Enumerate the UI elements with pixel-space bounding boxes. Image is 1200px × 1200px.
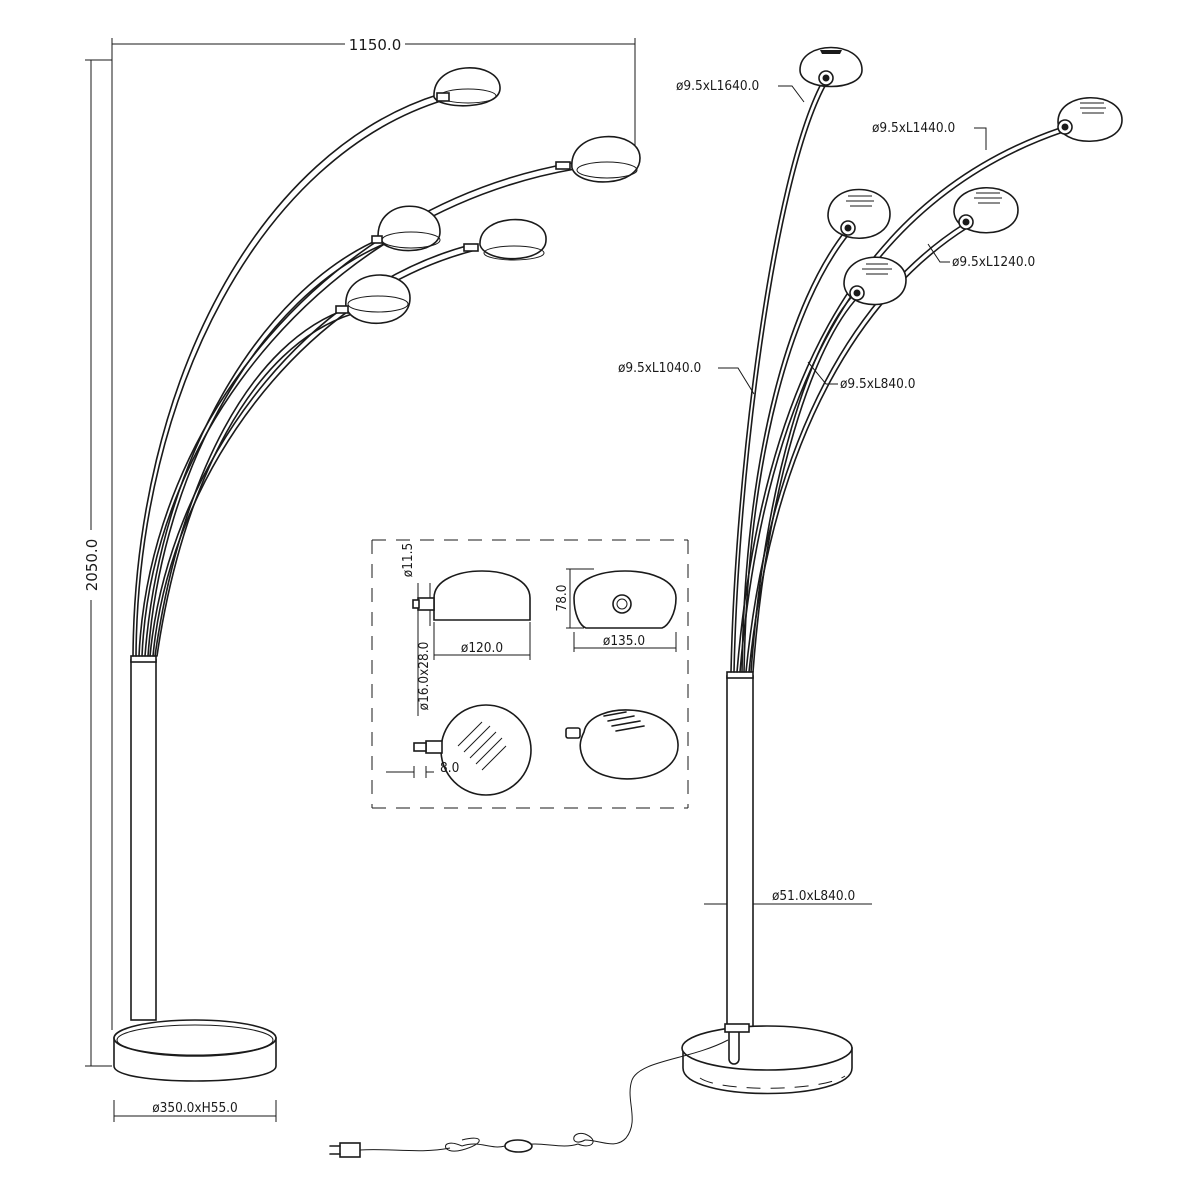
pole-dimension: ø51.0xL840.0 — [704, 888, 872, 905]
shade-3d-3 — [827, 188, 891, 240]
arm-label-2: ø9.5xL1440.0 — [872, 120, 987, 150]
shade-detail: ø11.5 ø16.0x28.0 ø120.0 78.0 ø135.0 — [371, 539, 689, 809]
shade-1 — [433, 67, 501, 107]
power-cord — [329, 1039, 729, 1158]
base-dimension: ø350.0xH55.0 — [113, 1100, 277, 1122]
height-label: 2050.0 — [83, 539, 101, 592]
pole-label: ø51.0xL840.0 — [772, 888, 855, 904]
arm-5-label: ø9.5xL840.0 — [840, 376, 915, 392]
arm-4-label: ø9.5xL1040.0 — [618, 360, 701, 376]
pole-collar — [130, 655, 157, 663]
shade-3 — [371, 205, 441, 252]
base-3d — [681, 1023, 853, 1095]
shade-2 — [555, 135, 641, 183]
shade-4 — [463, 218, 547, 261]
arm-1-label: ø9.5xL1640.0 — [676, 78, 759, 94]
arm-label-5: ø9.5xL840.0 — [807, 361, 915, 392]
shade-3d-2 — [1057, 96, 1123, 142]
shade-rear-width-label: ø135.0 — [603, 633, 645, 649]
stem-length-label: 8.0 — [440, 760, 459, 776]
arm-2-label: ø9.5xL1440.0 — [872, 120, 955, 136]
perspective-view: ø9.5xL1640.0 ø9.5xL1440.0 ø9.5xL1240.0 ø… — [329, 46, 1123, 1158]
shade-5 — [335, 274, 411, 325]
base — [113, 1019, 277, 1082]
pole — [130, 659, 157, 1021]
height-dimension: 2050.0 — [80, 59, 112, 1067]
arm-3-label: ø9.5xL1240.0 — [952, 254, 1035, 270]
shade-height-label: 78.0 — [554, 584, 570, 611]
shade-top-view: 8.0 — [386, 704, 532, 796]
pole-3d — [726, 675, 754, 1037]
socket-size-label: ø16.0x28.0 — [416, 642, 432, 711]
shade-perspective-view — [565, 709, 679, 780]
shade-3d-5 — [843, 256, 907, 306]
shade-3d-4 — [953, 186, 1019, 234]
side-elevation: 1150.0 2050.0 — [80, 34, 641, 1122]
shade-front-view: ø11.5 ø16.0x28.0 ø120.0 — [400, 543, 531, 716]
arm-label-4: ø9.5xL1040.0 — [618, 360, 755, 395]
arms — [132, 93, 576, 657]
shade-front-width-label: ø120.0 — [461, 640, 503, 656]
detail-frame — [371, 539, 689, 809]
width-dimension: 1150.0 — [111, 34, 636, 1030]
socket-diameter-label: ø11.5 — [400, 543, 416, 577]
arm-label-1: ø9.5xL1640.0 — [676, 78, 805, 103]
base-label: ø350.0xH55.0 — [152, 1100, 238, 1116]
arm-label-3: ø9.5xL1240.0 — [927, 243, 1035, 270]
shade-rear-view: 78.0 ø135.0 — [554, 568, 677, 652]
shade-3d-1 — [799, 46, 863, 88]
width-label: 1150.0 — [349, 36, 402, 54]
